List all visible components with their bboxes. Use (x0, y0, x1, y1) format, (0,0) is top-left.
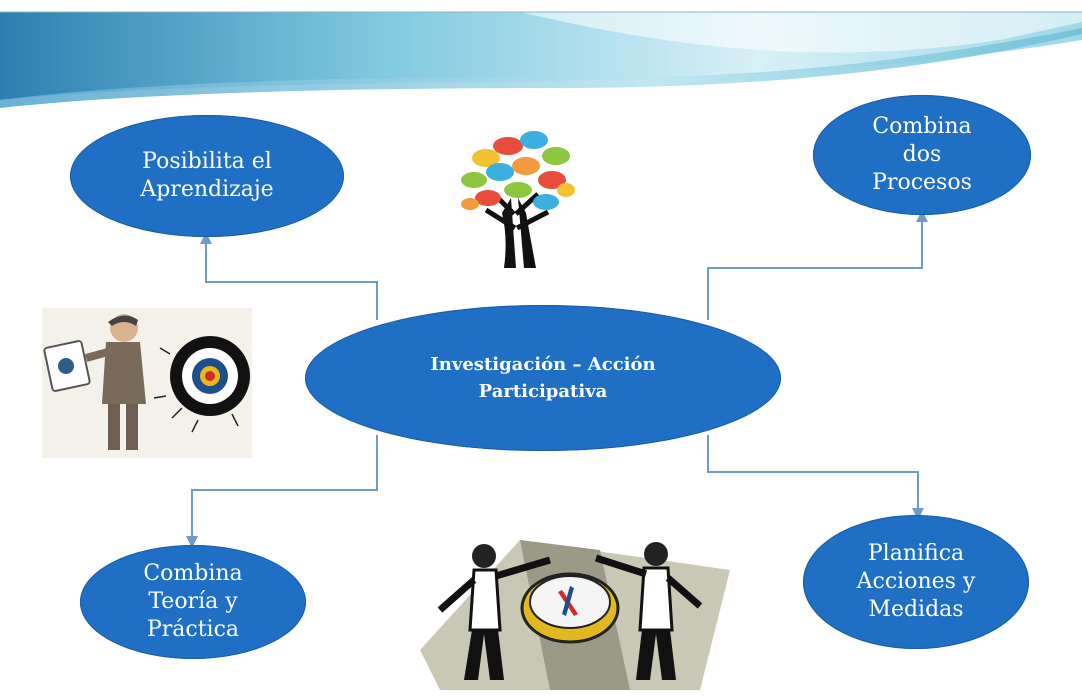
arrowhead-bottom-right (912, 508, 924, 520)
businessman-target-icon (42, 308, 252, 458)
node-planifica-acciones-medidas: Planifica Acciones y Medidas (803, 515, 1029, 649)
arrowhead-top-left (200, 232, 212, 244)
node-posibilita-aprendizaje: Posibilita el Aprendizaje (70, 115, 344, 237)
header-wave-banner (0, 11, 1082, 108)
businessmen-compass-icon (420, 540, 730, 690)
tree-icon (461, 131, 575, 268)
connector-to-top-right (707, 218, 923, 320)
connector-to-bottom-left (191, 435, 378, 540)
connector-to-bottom-right (707, 435, 919, 512)
arrowhead-bottom-left (186, 536, 198, 548)
arrowhead-top-right (916, 210, 928, 222)
connector-to-top-left (205, 240, 378, 320)
node-investigacion-accion-participativa: Investigación – Acción Participativa (305, 305, 781, 451)
node-combina-teoria-practica: Combina Teoría y Práctica (80, 545, 306, 659)
node-combina-dos-procesos: Combina dos Procesos (813, 95, 1031, 215)
